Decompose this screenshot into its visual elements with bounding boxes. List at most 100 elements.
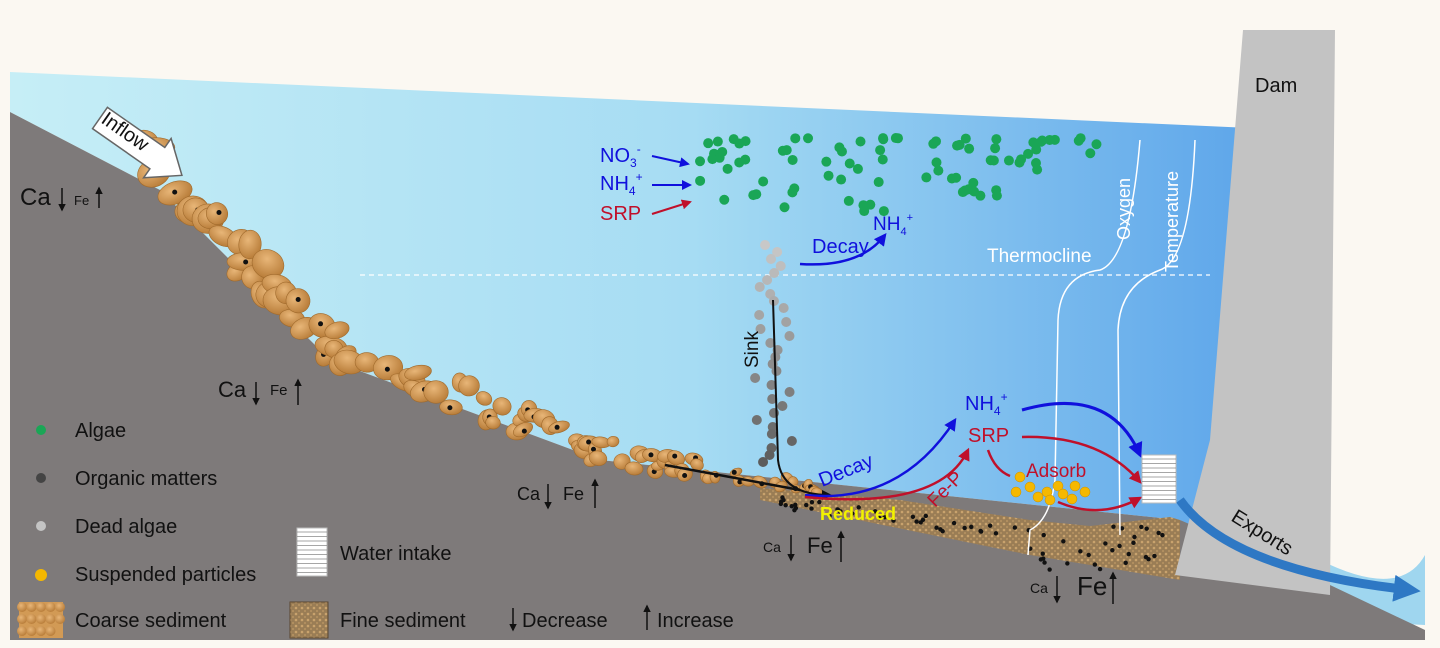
organic-matter-particle <box>648 452 654 458</box>
nh4-top-label: NH4+ <box>873 212 913 238</box>
svg-text:Ca: Ca <box>517 484 541 504</box>
legend-algae: Algae <box>75 420 126 442</box>
algae-dot <box>878 134 889 145</box>
algae-dot <box>855 136 866 147</box>
organic-matter-particle <box>910 514 916 519</box>
dead-algae-dot <box>755 324 766 334</box>
algae-dot <box>1030 158 1041 169</box>
organic-matter-particle <box>1078 549 1083 554</box>
algae-dot <box>952 140 963 151</box>
organic-matter-particle <box>1040 551 1045 556</box>
dead-algae-dot <box>762 275 773 285</box>
srp-arrow <box>651 199 692 215</box>
organic-matter-particle <box>731 469 737 475</box>
dead-algae-dot <box>766 429 777 439</box>
algae-dot <box>858 200 869 211</box>
organic-matter-particle <box>1111 524 1116 529</box>
temperature-label: Temperature <box>1162 171 1182 272</box>
coarse-sediment-grain <box>251 249 285 280</box>
dead-algae-dot <box>754 282 765 292</box>
organic-matter-particle <box>793 502 798 508</box>
organic-matter-particle <box>934 525 939 530</box>
organic-matter-particle <box>804 502 809 508</box>
suspended-particle <box>1010 486 1022 498</box>
nh4-label: NH4+ <box>600 170 643 198</box>
algae-dot <box>719 194 730 205</box>
algae-dot <box>707 154 718 165</box>
organic-matter-particle <box>838 509 843 514</box>
algae-dot <box>843 195 854 206</box>
coarse-swatch-grain <box>36 602 46 612</box>
legend-fine: Fine sediment <box>340 610 466 632</box>
coarse-swatch-grain <box>26 614 37 624</box>
organic-matter-particle <box>914 519 919 524</box>
organic-matter-particle <box>1123 560 1128 566</box>
decay-top-label: Decay <box>812 236 869 258</box>
oxygen-label: Oxygen <box>1114 178 1134 240</box>
legend: Algae Organic matters Dead algae Suspend… <box>17 420 734 639</box>
algae-dot <box>1073 135 1084 146</box>
organic-matter-particle <box>682 472 688 478</box>
organic-matter-particle <box>850 511 855 516</box>
organic-matter-particle <box>1041 532 1046 538</box>
nh4-to-intake-arrow <box>1021 402 1143 458</box>
organic-matter-particle <box>918 520 923 525</box>
organic-matter-particle <box>1012 525 1018 530</box>
organic-matter-particle <box>172 189 178 195</box>
algae-dot <box>734 157 745 168</box>
algae-dot <box>991 134 1002 145</box>
organic-matter-particle <box>1146 556 1151 562</box>
organic-matter-particle <box>384 366 390 372</box>
algae-dot <box>751 189 762 200</box>
coarse-swatch-grain <box>55 614 65 624</box>
water-intake <box>1141 454 1177 504</box>
algae-dot <box>892 133 903 144</box>
dead-algae-dot <box>751 415 762 425</box>
ca-fe-indicator-2: Ca Fe <box>218 377 302 406</box>
organic-matter-particle <box>1097 566 1103 572</box>
algae-dot <box>844 158 855 169</box>
coarse-swatch-grain <box>17 614 27 624</box>
svg-text:Fe: Fe <box>270 382 288 399</box>
suspended-particle <box>1014 471 1026 483</box>
organic-matter-particle <box>872 509 878 514</box>
organic-matter-particle <box>1042 560 1047 565</box>
oxygen-profile <box>1027 139 1141 556</box>
organic-matter-particle <box>554 424 560 430</box>
algae-dot <box>921 172 932 183</box>
coarse-swatch-grain <box>17 626 27 636</box>
organic-matter-particle <box>891 518 896 523</box>
coarse-swatch-grain <box>45 614 56 624</box>
algae-dot <box>991 190 1002 201</box>
coarse-swatch-grain <box>26 626 37 636</box>
legend-coarse-icon <box>17 602 65 638</box>
organic-matter-particle <box>243 259 249 265</box>
organic-matter-particle <box>1119 526 1125 531</box>
dead-algae-dot <box>781 317 792 327</box>
ca-fe-indicator-5: Ca Fe <box>1030 571 1117 604</box>
dead-algae-dot <box>765 338 776 348</box>
legend-organic-icon <box>36 473 46 483</box>
coarse-swatch-grain <box>45 602 56 612</box>
algae-dot <box>836 174 847 185</box>
coarse-swatch-grain <box>36 614 46 624</box>
algae-dot <box>931 157 942 168</box>
svg-text:Fe: Fe <box>807 533 833 558</box>
algae-dot <box>1023 148 1034 159</box>
algae-dot <box>873 177 884 188</box>
dead-algae-dot <box>767 394 778 404</box>
algae-dot <box>722 163 733 174</box>
svg-text:Ca: Ca <box>20 184 51 211</box>
algae-dot <box>717 146 728 157</box>
organic-matter-particle <box>783 502 788 508</box>
inflow-arrow <box>91 106 183 179</box>
algae-dot <box>975 190 986 201</box>
algae-dot <box>933 165 944 176</box>
dead-algae-dot <box>786 436 797 446</box>
dead-algae-dot <box>766 380 777 390</box>
legend-water-intake-icon <box>296 527 328 577</box>
algae-dot <box>779 202 790 213</box>
ca-fe-indicator-3: Ca Fe <box>517 478 599 510</box>
algae-dot <box>960 133 971 144</box>
organic-matter-particle <box>951 520 957 526</box>
